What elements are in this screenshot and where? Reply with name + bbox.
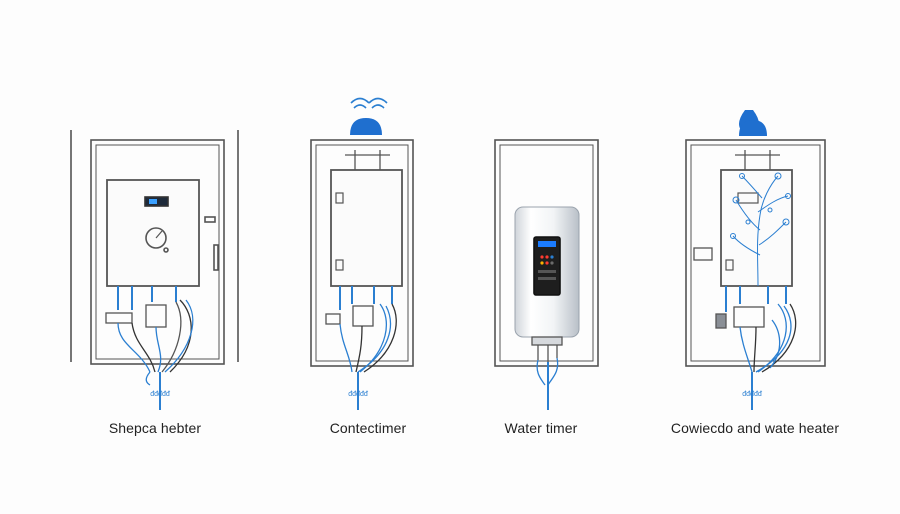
tree-illustration-icon: [730, 172, 791, 287]
junction-box: [145, 304, 167, 328]
panel-3-diagram: [494, 139, 599, 410]
enclosure-outer: [494, 139, 599, 367]
caption-panel-2: Contectimer: [329, 420, 407, 436]
wire-bundle-icon: [739, 303, 797, 373]
side-switch-icon: [693, 247, 713, 261]
enclosure-inner: [315, 144, 409, 362]
pipe-tag-4: ᵭᵭᵭᵭᵭ: [742, 391, 762, 398]
valve-icon: [325, 313, 341, 325]
cabinet-icon: [106, 179, 200, 287]
dome-sensor-icon: [350, 118, 382, 135]
door-handle: [213, 244, 219, 271]
mount-bracket: [345, 150, 390, 170]
bottom-fittings: [531, 336, 563, 386]
supply-pipes: [725, 286, 787, 312]
panel-1-diagram: [70, 130, 239, 410]
side-switch-icon: [204, 216, 216, 223]
supply-pipes: [117, 286, 177, 310]
fuse-slot: [335, 259, 344, 271]
caption-panel-4: Cowiecdo and wate heater: [670, 420, 840, 436]
junction-box: [352, 305, 374, 327]
fuse-slot: [725, 259, 734, 271]
enclosure-outer: [685, 139, 826, 367]
fuse-slot: [335, 192, 344, 204]
wifi-signal-icon: [350, 97, 388, 109]
enclosure-outer: [90, 139, 225, 365]
pipe-tag-1: ᵭᵭᵭᵭᵭ: [150, 391, 170, 398]
wire-bundle-icon: [339, 303, 397, 373]
pipe-tag-2: ᵭᵭᵭᵭᵭ: [348, 391, 368, 398]
valve-icon: [105, 312, 133, 324]
panel-2-diagram: [310, 97, 414, 410]
wire-bundle-icon: [117, 299, 194, 386]
dome-sensor-icon: [739, 120, 767, 136]
enclosure-outer: [310, 139, 414, 367]
caption-panel-3: Water timer: [504, 420, 578, 436]
mount-bracket: [735, 150, 780, 170]
pressure-gauge-icon: [145, 227, 167, 249]
cabinet-icon: [720, 169, 793, 287]
caption-panel-1: Shepca hebter: [108, 420, 202, 436]
enclosure-inner: [499, 144, 594, 362]
control-panel-icon: [533, 236, 561, 296]
enclosure-inner: [95, 144, 220, 360]
panel-4-diagram: [685, 110, 826, 410]
junction-box: [733, 306, 765, 328]
cabinet-icon: [330, 169, 403, 287]
enclosure-inner: [690, 144, 821, 362]
supply-pipes: [339, 286, 393, 310]
valve-icon: [715, 313, 727, 329]
